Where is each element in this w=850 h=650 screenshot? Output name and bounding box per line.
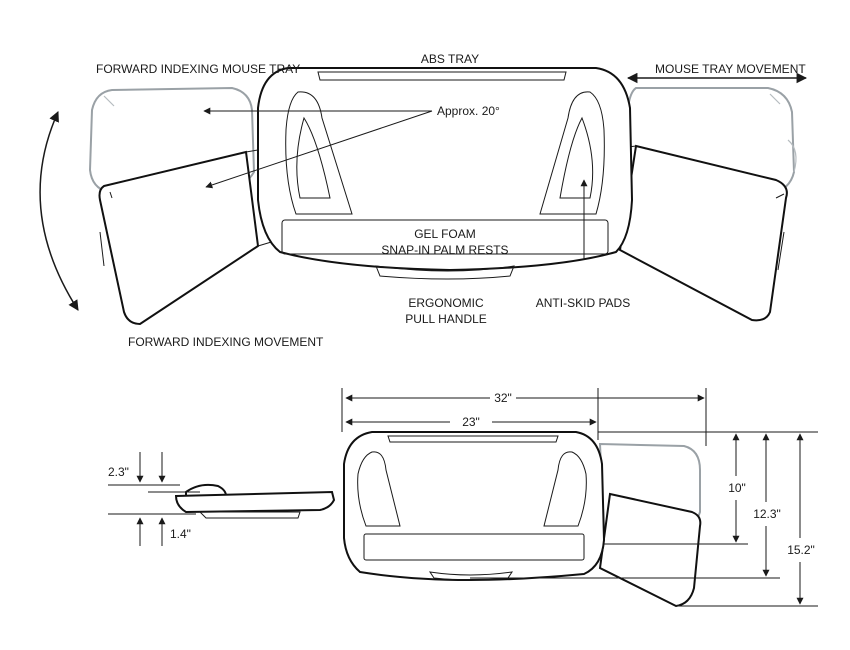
mouse-tray-movement-label: MOUSE TRAY MOVEMENT [655,62,806,76]
depth-tray-label: 10" [728,481,746,495]
side-height-top-label: 2.3" [108,465,129,479]
gel-foam-label-line1: GEL FOAM [414,227,476,241]
gel-foam-label-line2: SNAP-IN PALM RESTS [381,243,508,257]
width-tray-label: 23" [462,415,480,429]
side-view-illustration [108,452,336,546]
forward-indexing-mouse-tray-label: FORWARD INDEXING MOUSE TRAY [96,62,300,76]
handle-label-line1: ERGONOMIC [408,296,484,310]
depth-mid-label: 12.3" [753,507,781,521]
angle-arrow-lower [205,110,433,189]
side-height-bottom-label: 1.4" [170,527,191,541]
angle-label: Approx. 20° [437,104,500,118]
bottom-view-illustration [343,431,702,608]
abs-tray-label: ABS TRAY [421,52,479,66]
depth-overall-label: 15.2" [787,543,815,557]
bottom-view-dimensions [341,388,818,607]
anti-skid-pads-label: ANTI-SKID PADS [536,296,630,310]
top-view-illustration [88,67,797,326]
forward-indexing-arc-arrow [39,111,79,311]
abs-tray [257,67,634,280]
handle-label-line2: PULL HANDLE [405,312,487,326]
forward-indexing-movement-label: FORWARD INDEXING MOVEMENT [128,335,324,349]
width-overall-label: 32" [494,391,512,405]
top-view-callouts [39,72,808,311]
